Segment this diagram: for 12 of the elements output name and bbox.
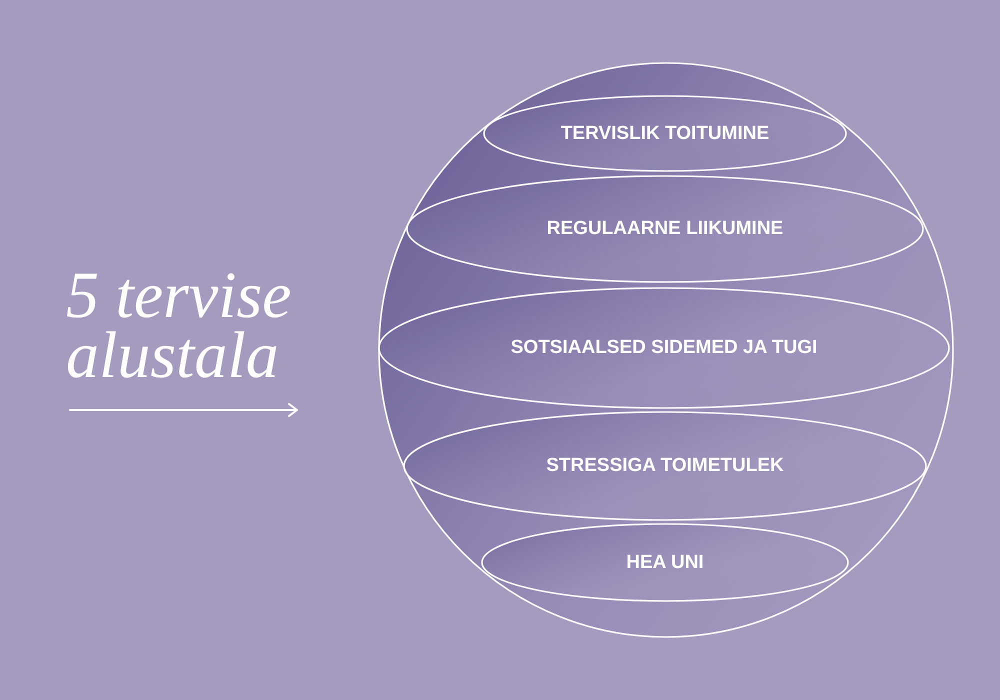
title: 5 tervise alustala [66, 266, 292, 386]
layer-ellipse [406, 175, 924, 283]
layer-ellipse [483, 95, 847, 172]
layer-ellipse [481, 523, 849, 602]
layer-label: TERVISLIK TOITUMINE [560, 122, 770, 144]
layer-ellipse [403, 411, 927, 521]
layer-label: HEA UNI [626, 552, 704, 574]
layer-ellipse [378, 287, 950, 409]
layer-label: REGULAARNE LIIKUMINE [546, 218, 784, 240]
layer-label: STRESSIGA TOIMETULEK [546, 455, 784, 477]
sphere [378, 62, 954, 638]
layer-label: SOTSIAALSED SIDEMED JA TUGI [510, 337, 818, 359]
